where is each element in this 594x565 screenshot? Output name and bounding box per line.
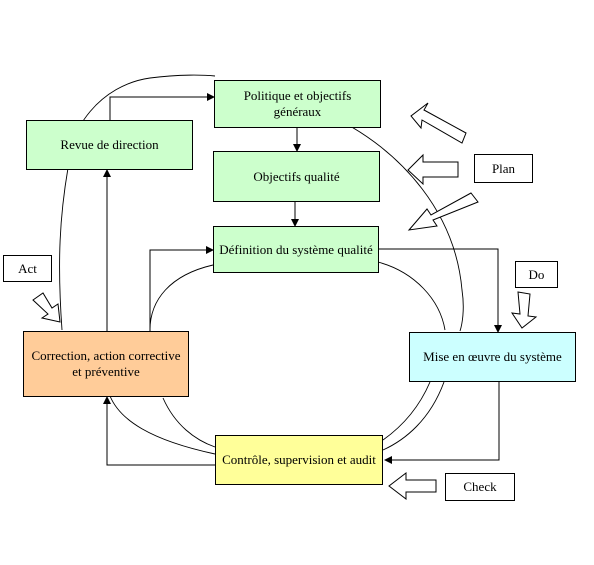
outer-cycle-arc-bottom-right bbox=[382, 381, 445, 451]
mise-en-oeuvre-label: Mise en œuvre du système bbox=[423, 349, 562, 364]
do-label: Do bbox=[528, 266, 545, 282]
politique-objectifs-box: Politique et objectifs généraux bbox=[214, 80, 381, 128]
arrow-revue-to-politique bbox=[109, 93, 215, 120]
politique-objectifs-label: Politique et objectifs généraux bbox=[243, 88, 352, 119]
outer-cycle-arc-right bbox=[349, 125, 464, 332]
mise-en-oeuvre-box: Mise en œuvre du système bbox=[409, 332, 576, 382]
outer-cycle-arc-left bbox=[59, 167, 69, 331]
definition-systeme-label: Définition du système qualité bbox=[219, 241, 373, 257]
plan-arrow-3 bbox=[407, 192, 479, 231]
controle-supervision-box: Contrôle, supervision et audit bbox=[215, 435, 383, 485]
check-arrow bbox=[388, 471, 437, 501]
plan-arrow-2 bbox=[407, 153, 459, 186]
revue-de-direction-label: Revue de direction bbox=[60, 137, 159, 152]
check-label-box: Check bbox=[445, 473, 515, 501]
arrow-mise-to-controle bbox=[384, 381, 500, 464]
act-label-box: Act bbox=[3, 255, 52, 282]
arrow-definition-to-mise bbox=[378, 248, 502, 333]
objectifs-qualite-box: Objectifs qualité bbox=[213, 151, 380, 202]
outer-cycle-arc-bottom-left bbox=[109, 395, 216, 455]
plan-label-box: Plan bbox=[474, 154, 533, 183]
correction-action-label: Correction, action corrective et prévent… bbox=[31, 348, 181, 379]
inner-cycle-arc-bottom-right bbox=[382, 381, 431, 441]
definition-systeme-box: Définition du système qualité bbox=[213, 226, 379, 273]
inner-cycle-arc-right bbox=[377, 261, 446, 331]
act-label: Act bbox=[18, 260, 37, 276]
do-label-box: Do bbox=[515, 261, 558, 288]
inner-cycle-arc-bottom-left bbox=[162, 397, 216, 448]
act-arrow bbox=[32, 292, 61, 323]
do-arrow bbox=[510, 291, 538, 329]
arrow-controle-to-correction bbox=[103, 396, 215, 466]
arrow-correction-to-definition bbox=[149, 246, 214, 331]
revue-de-direction-box: Revue de direction bbox=[26, 120, 193, 170]
controle-supervision-label: Contrôle, supervision et audit bbox=[222, 452, 376, 467]
plan-label: Plan bbox=[491, 160, 516, 176]
plan-arrow-1 bbox=[410, 102, 467, 144]
objectifs-qualite-label: Objectifs qualité bbox=[253, 168, 340, 184]
check-label: Check bbox=[463, 479, 497, 494]
inner-cycle-arc-left bbox=[149, 264, 214, 331]
correction-action-box: Correction, action corrective et prévent… bbox=[23, 331, 189, 397]
